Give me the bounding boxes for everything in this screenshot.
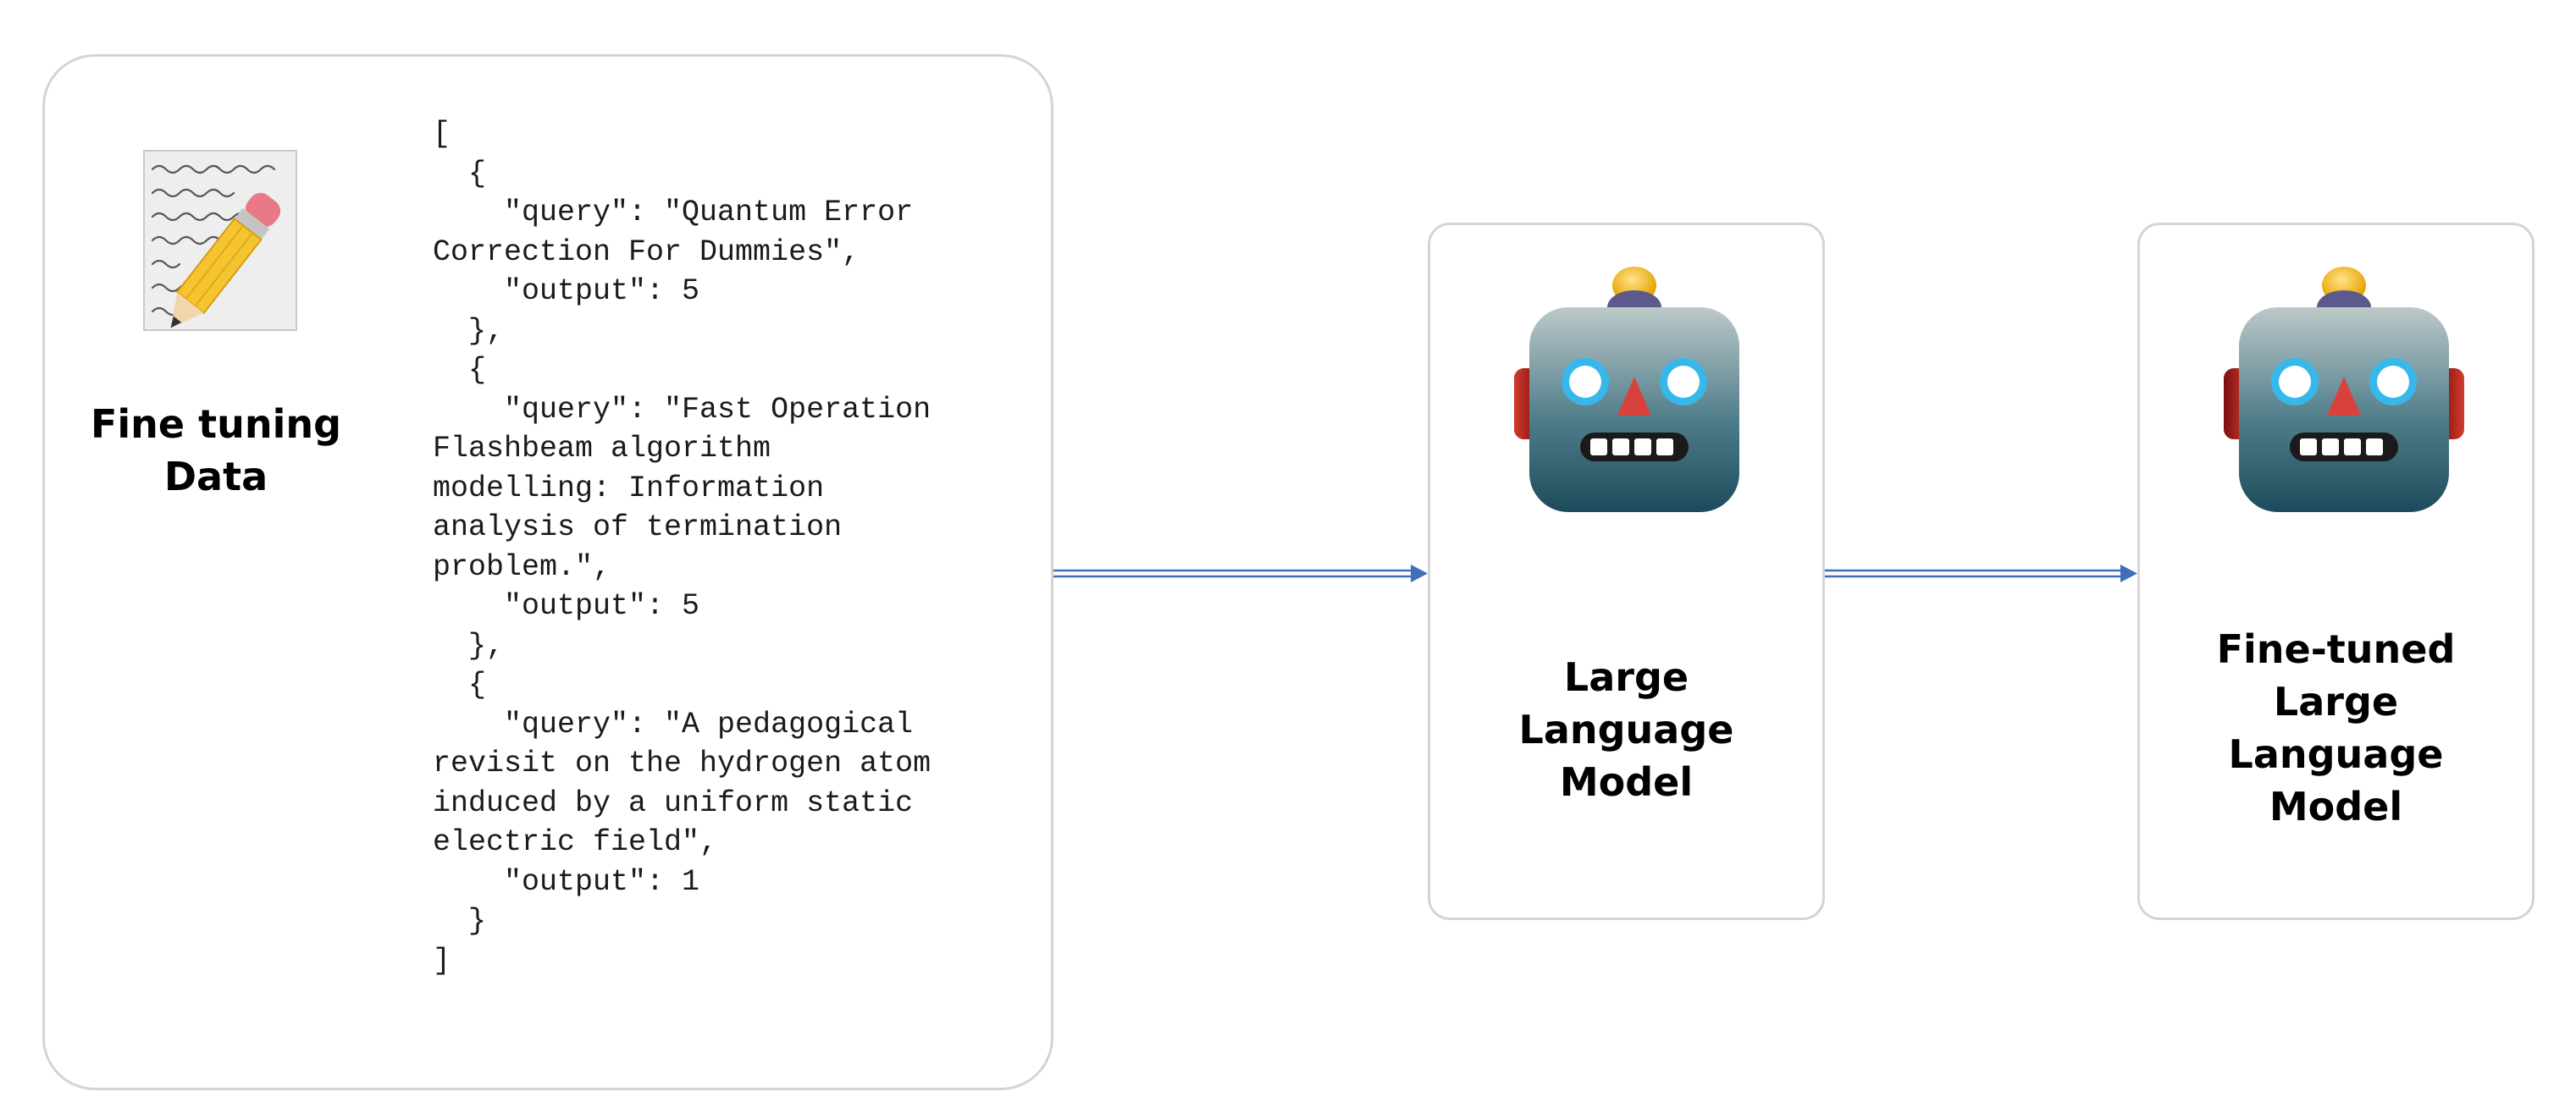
fine-tuning-data-label: Fine tuning Data	[90, 401, 342, 499]
fine-tuning-json-sample: [ { "query": "Quantum Error Correction F…	[433, 117, 931, 978]
llm-to-finetuned-arrow	[1825, 565, 2137, 582]
large-language-model-label: Large Language Model	[1518, 654, 1734, 805]
fine-tuned-model-label: Fine-tuned Large Language Model	[2216, 626, 2456, 830]
robot-icon	[1514, 267, 1739, 512]
fine-tuned-model-panel	[2137, 223, 2535, 920]
robot-icon	[2224, 267, 2464, 512]
data-to-llm-arrow	[1053, 565, 1428, 582]
notepad-pencil-icon	[143, 150, 297, 331]
